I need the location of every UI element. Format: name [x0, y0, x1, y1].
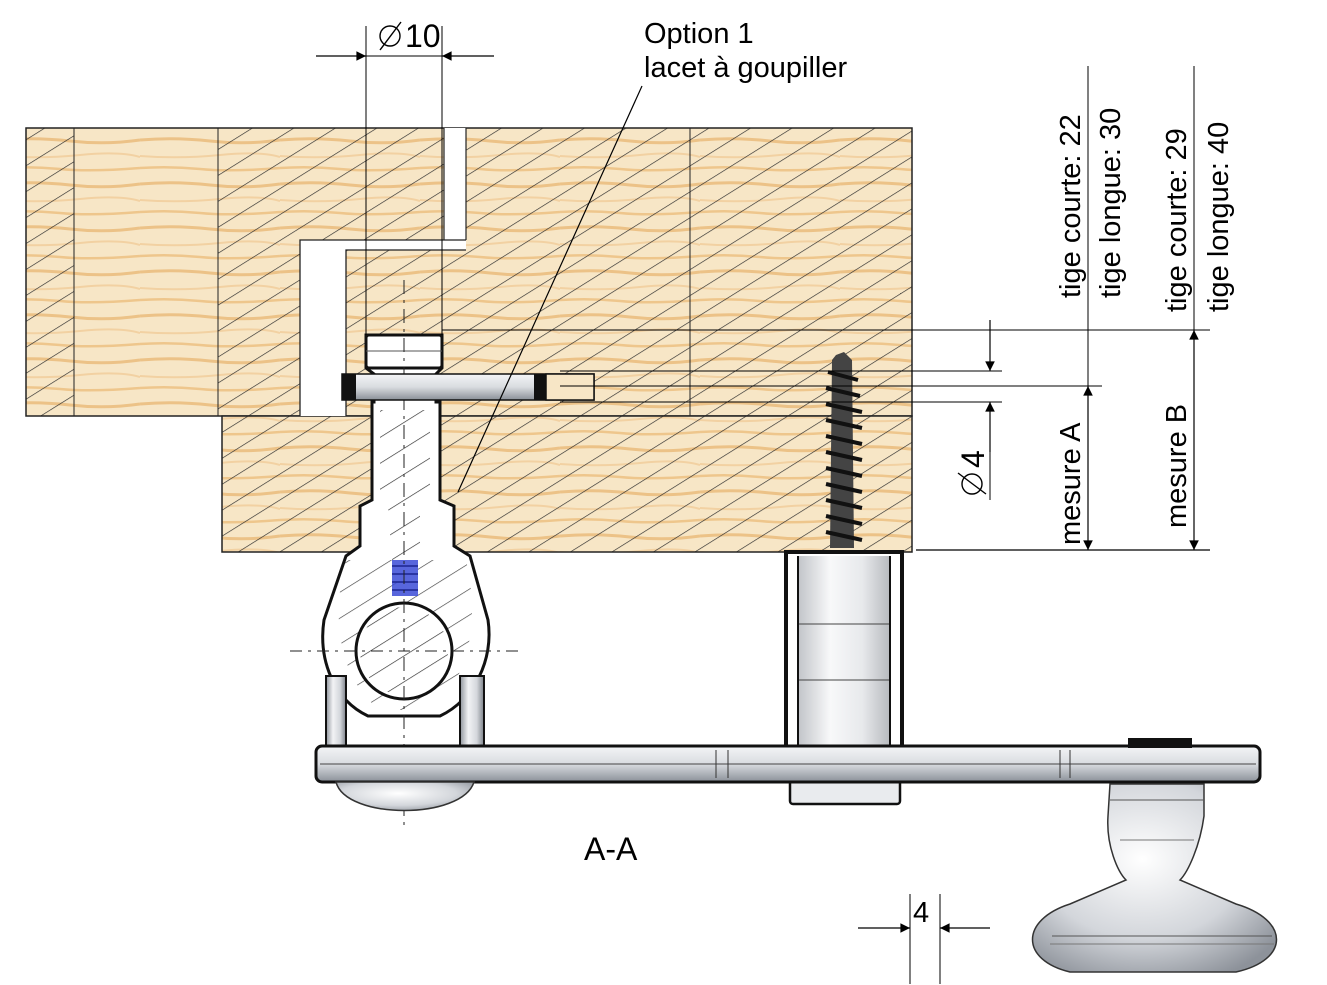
section-label: A-A [584, 831, 638, 867]
annotation-line-2: lacet à goupiller [644, 52, 847, 84]
diameter-4-value: 4 [955, 450, 991, 468]
mesure-b-label: mesure B [1161, 404, 1193, 528]
dimension-mesure-a: mesure A tige courte: 22 tige longue: 30 [1055, 66, 1127, 550]
tige-b-short: tige courte: 29 [1161, 128, 1193, 312]
dimension-diameter-10: 10 [316, 18, 494, 335]
spacer-block [784, 550, 904, 806]
mesure-a-label: mesure A [1055, 422, 1087, 545]
option-annotation: Option 1 lacet à goupiller [457, 18, 847, 493]
wood-screw [825, 352, 863, 548]
tige-a-long: tige longue: 30 [1095, 108, 1127, 298]
dimension-mesure-b: mesure B tige courte: 29 tige longue: 40 [1161, 66, 1235, 550]
hinge-leg [325, 675, 485, 749]
frame-groove [299, 128, 467, 416]
annotation-line-1: Option 1 [644, 18, 754, 50]
tige-a-short: tige courte: 22 [1055, 114, 1087, 298]
hinge-eye-bolt [290, 280, 520, 830]
dimension-diameter-4: 4 [955, 320, 995, 500]
handle-bar [314, 738, 1262, 812]
lower-sash [221, 415, 913, 553]
diameter-10-value: 10 [405, 18, 441, 54]
extension-lines [442, 329, 1210, 551]
tige-b-long: tige longue: 40 [1203, 122, 1235, 312]
dimension-gap-4: 4 [858, 894, 990, 984]
gap-4-value: 4 [913, 897, 929, 929]
handle-knob [1031, 783, 1278, 973]
hinge-pin [341, 373, 595, 401]
